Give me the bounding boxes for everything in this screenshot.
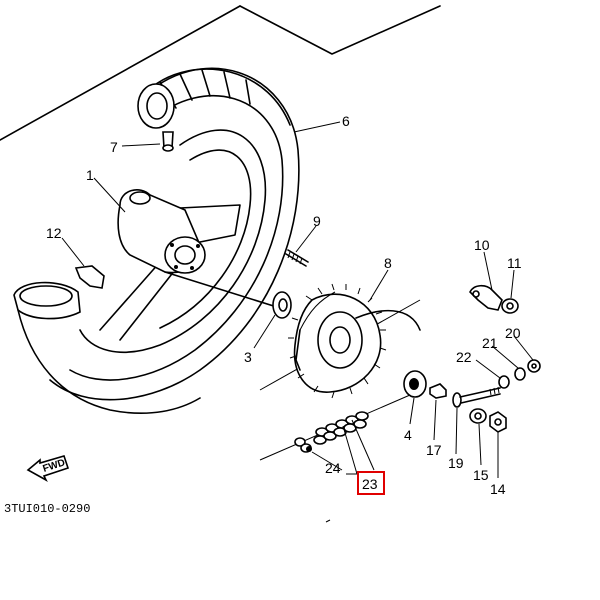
axle-nut-part: [489, 411, 507, 433]
callout-23-highlight-box: [357, 471, 385, 495]
adjuster-plate-part: [469, 284, 503, 311]
callout-6: 6: [342, 113, 350, 129]
callout-11: 11: [507, 255, 522, 271]
sprocket-part: [288, 283, 387, 399]
callout-21: 21: [482, 335, 498, 351]
callout-15: 15: [473, 467, 489, 483]
callout-7: 7: [110, 139, 118, 155]
collar-part: [429, 383, 447, 399]
callout-14: 14: [490, 481, 506, 497]
callout-4: 4: [404, 427, 412, 443]
perspective-lines: [0, 5, 441, 523]
axle-part: [452, 386, 501, 408]
callout-3: 3: [244, 349, 252, 365]
tire: [13, 67, 300, 415]
callout-23: 23: [362, 476, 378, 492]
chain-part: [313, 411, 369, 445]
callout-12: 12: [46, 225, 62, 241]
callout-19: 19: [448, 455, 464, 471]
callout-9: 9: [313, 213, 321, 229]
valve-part: [162, 131, 174, 152]
stud-bolt-part: [285, 249, 309, 267]
callout-10: 10: [474, 237, 490, 253]
callout-labels: 1 3 4 6 7 8 9 10 11 12 14 15 17 19 20 21…: [46, 113, 522, 497]
callout-17: 17: [426, 442, 442, 458]
nut-part-11: [501, 298, 519, 314]
bearing-part: [272, 291, 292, 319]
fwd-arrow-icon: FWD: [26, 455, 70, 482]
rim-band-part: [74, 265, 105, 289]
drawing-code: 3TUI010-0290: [4, 502, 90, 516]
callout-22: 22: [456, 349, 472, 365]
callout-20: 20: [505, 325, 521, 341]
callout-24: 24: [325, 460, 341, 476]
adjuster-bolt-parts: [498, 359, 541, 389]
leader-lines: [61, 121, 534, 478]
spacer-part: [403, 370, 427, 398]
callout-1: 1: [86, 167, 94, 183]
rim-and-hub: [79, 129, 281, 353]
washer-part: [469, 408, 487, 424]
callout-8: 8: [384, 255, 392, 271]
chain-run: [295, 291, 421, 371]
master-link-part: [294, 437, 312, 453]
